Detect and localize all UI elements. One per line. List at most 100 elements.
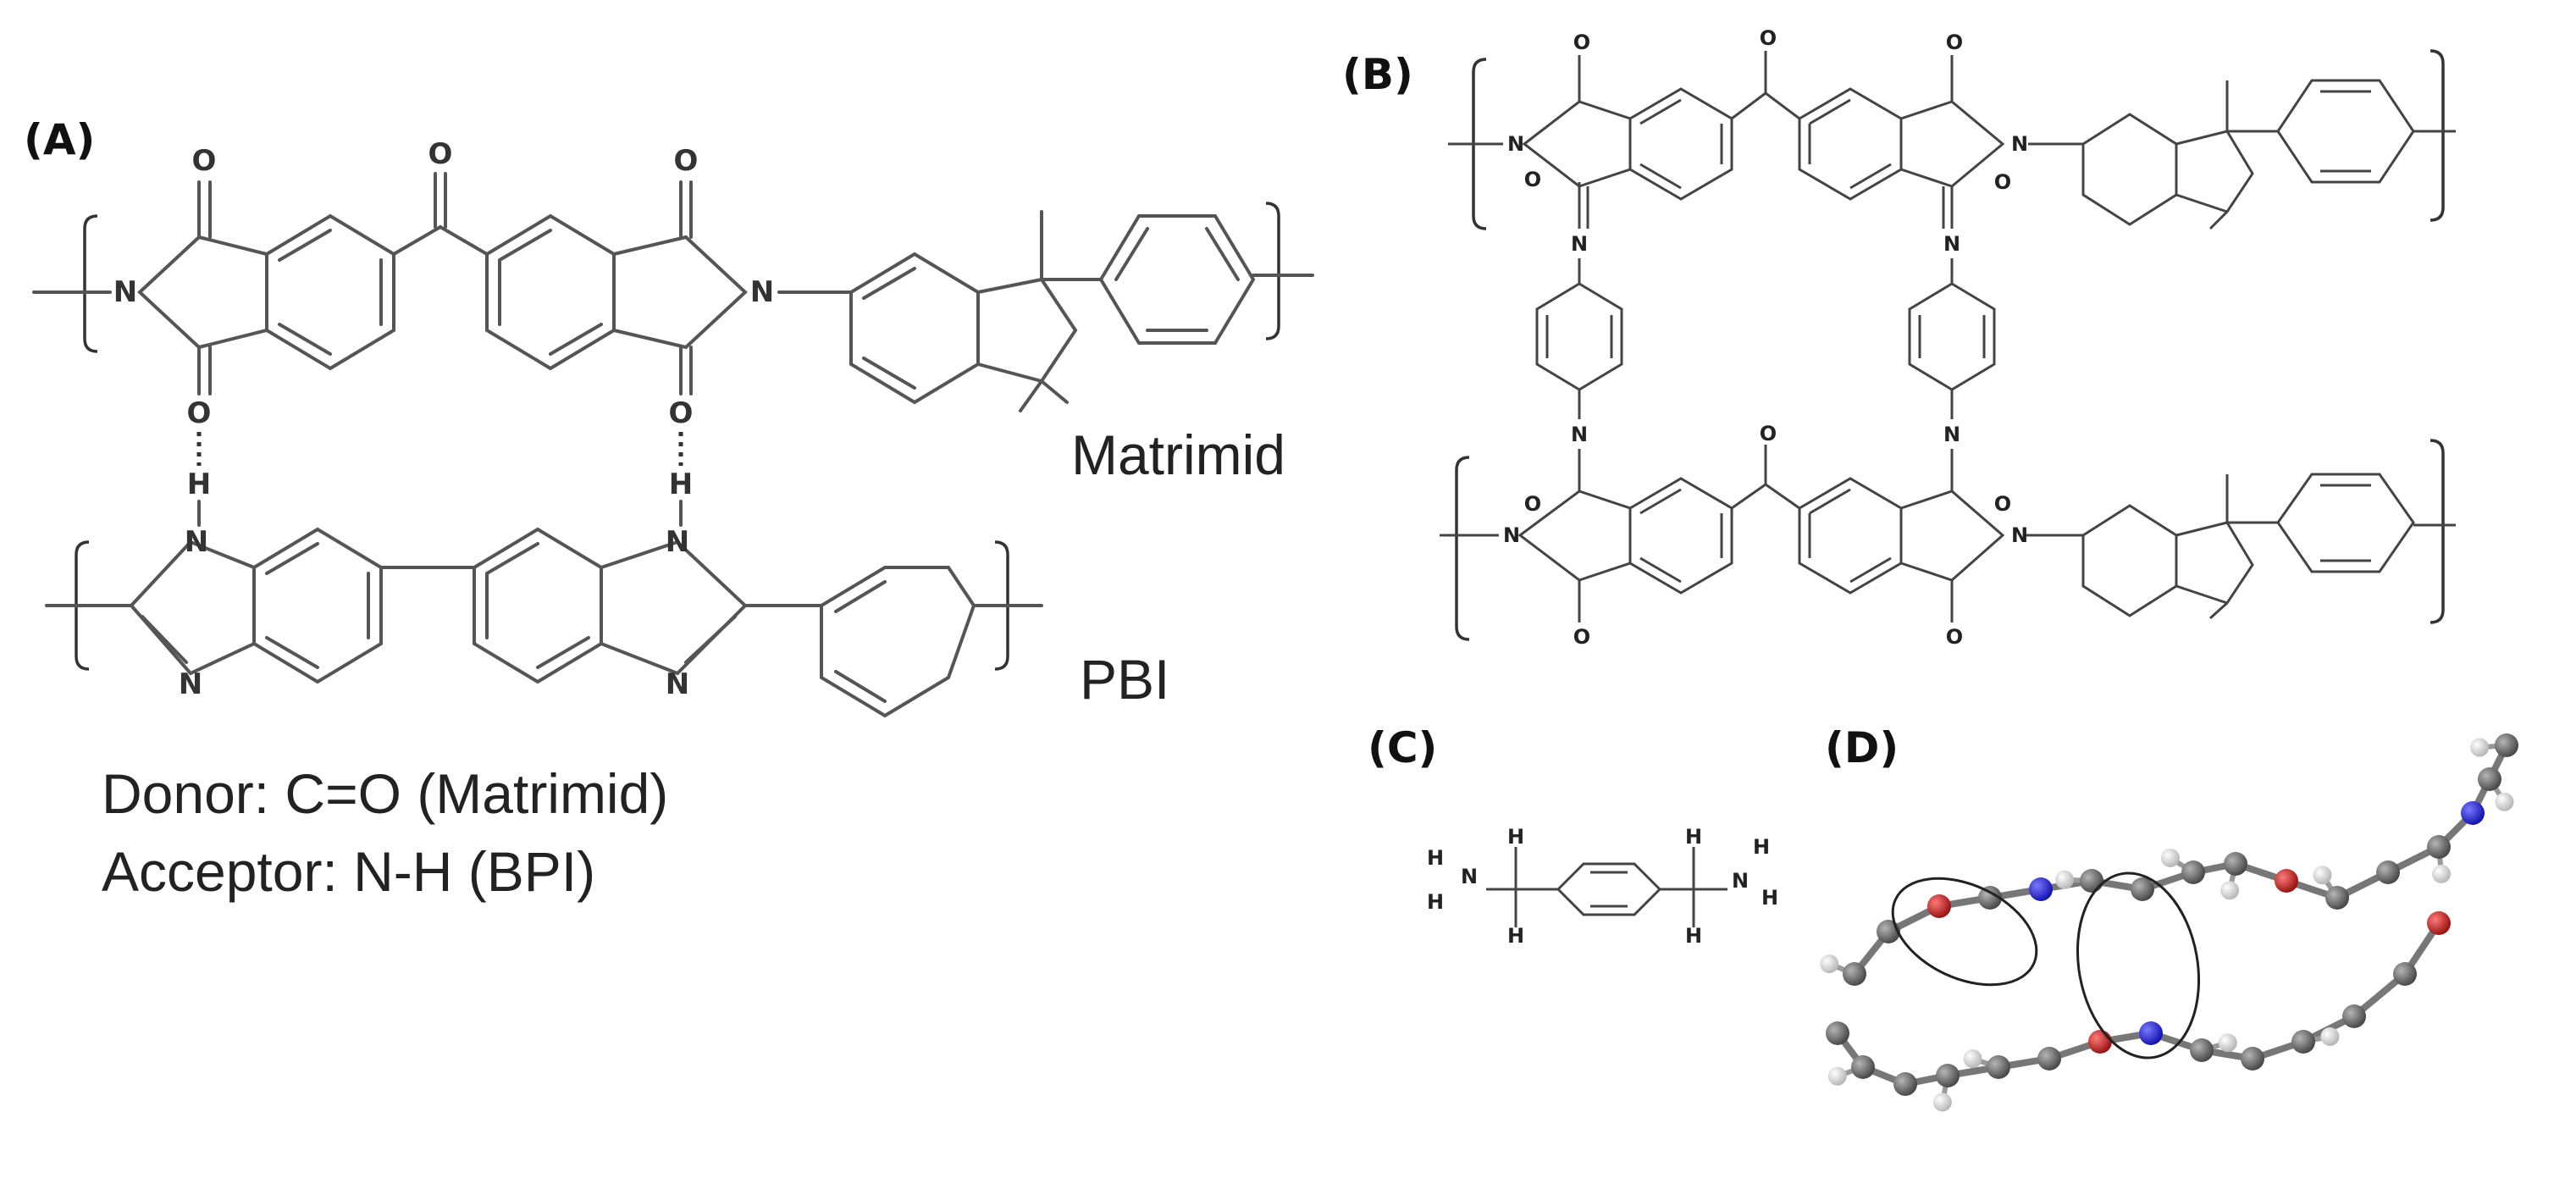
model-atom-n bbox=[2139, 1021, 2163, 1045]
pbi-structure: N N N N bbox=[45, 525, 1043, 718]
matrimid-n-left: N bbox=[113, 275, 137, 309]
model-atom-h bbox=[2495, 792, 2514, 811]
model-atom-h bbox=[1932, 1093, 1952, 1112]
matrimid-n-right: N bbox=[750, 275, 774, 309]
c-h8: H bbox=[1761, 886, 1778, 910]
panel-d-label: (D) bbox=[1825, 723, 1899, 772]
model-atom-h bbox=[2313, 866, 2332, 885]
model-atom-o bbox=[2427, 911, 2451, 935]
panel-a-matrimid-pbi-structure: (A) bbox=[24, 115, 1314, 903]
c-h7: H bbox=[1753, 835, 1770, 859]
model-atom-h bbox=[1827, 1066, 1847, 1086]
model-atom-c bbox=[1987, 1055, 2010, 1079]
model-atom-h bbox=[1963, 1049, 1982, 1069]
model-atom-c bbox=[2427, 835, 2451, 859]
model-atom-c bbox=[2241, 1047, 2264, 1071]
caption-donor: Donor: C=O (Matrimid) bbox=[102, 762, 668, 825]
b-top-n-left: N bbox=[1507, 132, 1524, 156]
matrimid-o-top-left: O bbox=[192, 144, 217, 178]
model-atom-c bbox=[2291, 1030, 2315, 1054]
model-atom-c bbox=[2376, 860, 2400, 884]
b-top-n-right: N bbox=[2011, 132, 2028, 156]
panel-b-crosslinks: N N N N bbox=[1535, 186, 1996, 491]
c-n-right: N bbox=[1732, 869, 1749, 893]
highlight-ring-right bbox=[2076, 871, 2201, 1060]
model-atom-n bbox=[2461, 801, 2485, 825]
ball-and-stick-model bbox=[1820, 733, 2518, 1112]
b-link-n1: N bbox=[1571, 232, 1588, 256]
b-bot-o1: O bbox=[1524, 492, 1541, 516]
panel-b-top-chain: N O O O O O N bbox=[1448, 26, 2456, 230]
model-atom-c bbox=[2393, 962, 2417, 986]
c-h1: H bbox=[1427, 846, 1444, 870]
pbi-n-top-right: N bbox=[666, 525, 689, 559]
model-atom-c bbox=[2181, 860, 2205, 884]
model-atom-c bbox=[1843, 962, 1866, 986]
matrimid-o-top-right: O bbox=[674, 144, 699, 178]
b-top-o4: O bbox=[1946, 30, 1963, 54]
model-atom-c bbox=[2342, 1004, 2366, 1028]
b-top-o2: O bbox=[1524, 168, 1541, 191]
c-h3: H bbox=[1507, 825, 1524, 849]
matrimid-o-ketone: O bbox=[428, 137, 453, 171]
b-bot-o4: O bbox=[1994, 492, 2011, 516]
c-n-left: N bbox=[1461, 865, 1478, 888]
model-atom-h bbox=[2470, 738, 2490, 757]
b-link-n2: N bbox=[1571, 423, 1588, 446]
matrimid-o-bottom-right: O bbox=[669, 396, 694, 430]
b-link-n3: N bbox=[1943, 232, 1960, 256]
b-link-n4: N bbox=[1943, 423, 1960, 446]
panel-c-diamine-structure: (C) H N H H H H H N H H bbox=[1368, 723, 1778, 948]
pbi-n-bottom-left: N bbox=[179, 667, 202, 701]
b-bot-o2: O bbox=[1573, 625, 1590, 649]
model-atom-n bbox=[2029, 877, 2053, 901]
model-atom-c bbox=[1978, 886, 2002, 910]
c-h2: H bbox=[1427, 890, 1444, 914]
matrimid-left-bracket bbox=[83, 214, 98, 353]
pbi-n-top-left: N bbox=[185, 525, 208, 559]
hydrogen-bonds: H H bbox=[187, 432, 693, 527]
matrimid-o-bottom-left: O bbox=[187, 396, 212, 430]
matrimid-structure: N O O O N O O bbox=[32, 137, 1314, 430]
panel-b-bottom-chain: N O O O O O N bbox=[1440, 422, 2456, 649]
highlight-ring-left bbox=[1891, 877, 2038, 987]
caption-matrimid: Matrimid bbox=[1071, 423, 1285, 486]
b-top-o3: O bbox=[1760, 26, 1777, 50]
model-atom-c bbox=[2190, 1038, 2214, 1062]
b-top-o1: O bbox=[1573, 30, 1590, 54]
model-atom-c bbox=[2325, 886, 2349, 910]
panel-c-label: (C) bbox=[1368, 723, 1437, 772]
model-atom-o bbox=[2275, 869, 2298, 893]
b-bot-n-left: N bbox=[1503, 523, 1520, 547]
model-atom-c bbox=[1893, 1072, 1917, 1096]
model-atom-c bbox=[2080, 869, 2103, 893]
model-atom-c bbox=[2224, 852, 2247, 876]
b-bot-o5: O bbox=[1946, 625, 1963, 649]
model-atom-h bbox=[2218, 1033, 2237, 1053]
model-atom-c bbox=[2131, 877, 2154, 901]
model-atom-h bbox=[2160, 848, 2180, 867]
model-atom-h bbox=[1820, 954, 1839, 974]
model-atom-h bbox=[2220, 881, 2240, 900]
hbond-h-left: H bbox=[187, 468, 211, 501]
model-atom-c bbox=[2495, 733, 2518, 757]
model-atom-c bbox=[1936, 1064, 1960, 1087]
model-atom-h bbox=[2055, 870, 2075, 889]
c-h4: H bbox=[1507, 924, 1524, 948]
model-atom-c bbox=[2037, 1047, 2061, 1071]
hbond-h-right: H bbox=[669, 468, 693, 501]
panel-a-label: (A) bbox=[24, 115, 95, 164]
model-atom-h bbox=[2320, 1026, 2340, 1046]
b-top-o5: O bbox=[1994, 170, 2011, 194]
c-h6: H bbox=[1685, 924, 1702, 948]
b-bot-n-right: N bbox=[2011, 523, 2028, 547]
xylylenediamine-molecule: H N H H H H H N H H bbox=[1427, 825, 1778, 948]
model-atom-o bbox=[2088, 1030, 2112, 1054]
panel-b-crosslinked-structure: (B) N O bbox=[1342, 26, 2456, 649]
pbi-n-bottom-right: N bbox=[666, 667, 689, 701]
matrimid-right-bracket bbox=[1265, 202, 1280, 340]
panel-b-label: (B) bbox=[1342, 50, 1413, 99]
panel-d-3d-model: (D) bbox=[1820, 723, 2518, 1112]
model-atom-c bbox=[1851, 1055, 1875, 1079]
